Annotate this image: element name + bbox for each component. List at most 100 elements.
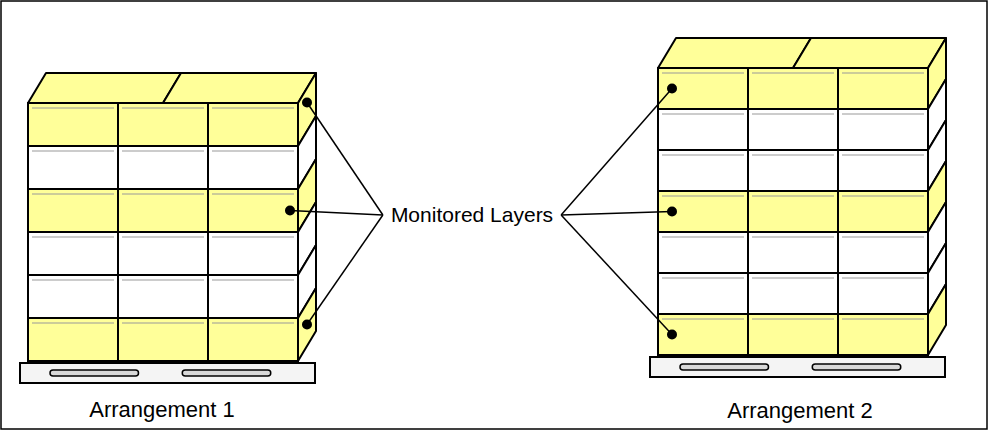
box-lip [662, 155, 744, 156]
pallet-group [20, 38, 946, 383]
box-lip [212, 280, 294, 281]
box-front [658, 109, 748, 150]
box-lip [212, 237, 294, 238]
box-front [28, 189, 118, 232]
box-lip [32, 323, 114, 324]
box-lip [122, 194, 204, 195]
pallet-slot [812, 364, 901, 370]
box-front [118, 103, 208, 146]
box-front [748, 68, 838, 109]
box-front [658, 314, 748, 355]
box-lip [122, 151, 204, 152]
sensor-dot [302, 98, 312, 108]
box-front [658, 150, 748, 191]
box-front [748, 273, 838, 314]
box-front [208, 232, 298, 275]
leader-line [561, 212, 672, 216]
box-front [658, 68, 748, 109]
box-front [28, 318, 118, 361]
box-lip [662, 237, 744, 238]
box-front [838, 150, 928, 191]
box-lip [32, 194, 114, 195]
box-lip [752, 155, 834, 156]
arrangement-caption: Arrangement 1 [87, 398, 237, 422]
box-lip [212, 194, 294, 195]
box-lip [122, 280, 204, 281]
box-lip [752, 278, 834, 279]
pallet-slot [50, 370, 139, 376]
box-front [208, 146, 298, 189]
sensor-dot [667, 330, 677, 340]
box-front [748, 109, 838, 150]
leader-line [561, 215, 672, 335]
box-front [118, 318, 208, 361]
leader-line [561, 89, 672, 216]
box-lip [212, 151, 294, 152]
box-side [298, 288, 316, 361]
box-front [838, 314, 928, 355]
box-front [208, 189, 298, 232]
box-front [118, 275, 208, 318]
leader-line [290, 211, 383, 216]
box-lip [32, 237, 114, 238]
box-lip [842, 114, 924, 115]
sensor-dot [667, 207, 677, 217]
pallet-slot [680, 364, 769, 370]
box-front [658, 191, 748, 232]
box-front [208, 275, 298, 318]
box-lip [212, 108, 294, 109]
pallet-base [20, 363, 315, 383]
leader-lines [285, 84, 677, 340]
box-front [838, 232, 928, 273]
box-front [208, 318, 298, 361]
box-front [658, 273, 748, 314]
box-front [838, 68, 928, 109]
box-lip [752, 114, 834, 115]
box-front [118, 189, 208, 232]
box-lip [212, 323, 294, 324]
box-lip [842, 237, 924, 238]
box-lip [842, 73, 924, 74]
box-lip [32, 151, 114, 152]
callout-label: Monitored Layers [389, 203, 555, 226]
box-top [28, 73, 181, 103]
box-lip [662, 278, 744, 279]
box-front [838, 109, 928, 150]
box-lip [752, 73, 834, 74]
arrangement-caption: Arrangement 2 [725, 399, 875, 423]
box-top [793, 38, 946, 68]
leader-line [307, 103, 383, 216]
box-lip [32, 280, 114, 281]
box-lip [752, 196, 834, 197]
box-front [748, 232, 838, 273]
box-lip [752, 319, 834, 320]
sensor-dot [302, 320, 312, 330]
pallet-base [650, 357, 945, 377]
box-lip [662, 114, 744, 115]
box-front [658, 232, 748, 273]
box-lip [842, 319, 924, 320]
box-top [163, 73, 316, 103]
box-front [748, 150, 838, 191]
box-lip [842, 196, 924, 197]
box-front [838, 191, 928, 232]
leader-line [307, 215, 383, 325]
box-lip [842, 278, 924, 279]
box-front [838, 273, 928, 314]
box-lip [662, 319, 744, 320]
sensor-dot [285, 206, 295, 216]
box-lip [32, 108, 114, 109]
box-side [928, 284, 946, 355]
sensor-dot [667, 84, 677, 94]
box-lip [122, 237, 204, 238]
box-front [28, 103, 118, 146]
box-front [118, 146, 208, 189]
box-front [28, 146, 118, 189]
box-lip [662, 73, 744, 74]
box-lip [752, 237, 834, 238]
box-lip [122, 323, 204, 324]
pallet-slot [182, 370, 271, 376]
box-front [208, 103, 298, 146]
box-lip [122, 108, 204, 109]
